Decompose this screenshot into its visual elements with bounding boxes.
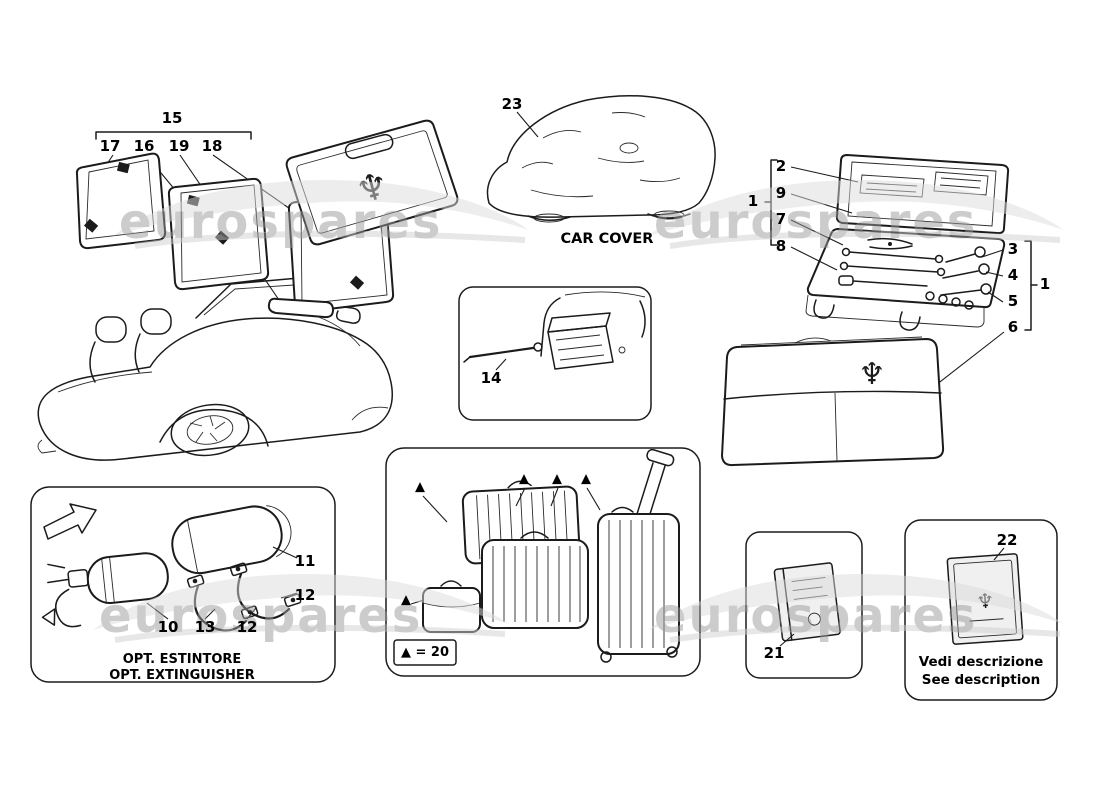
part-label-23: 23 bbox=[501, 95, 523, 113]
luggage-marker-triangle: ▲ bbox=[415, 479, 425, 495]
part-label-16: 16 bbox=[133, 137, 155, 155]
part-label-22: 22 bbox=[996, 531, 1018, 549]
luggage-marker-triangle: ▲ bbox=[552, 471, 562, 487]
part-label-17: 17 bbox=[99, 137, 121, 155]
part-label-6: 6 bbox=[1007, 318, 1019, 336]
car-sketch-drawing bbox=[37, 277, 394, 461]
trident-icon: ♆ bbox=[859, 357, 886, 392]
part-label-8: 8 bbox=[775, 237, 787, 255]
car-cover-caption: CAR COVER bbox=[560, 231, 654, 247]
part-label-7: 7 bbox=[775, 210, 787, 228]
luggage-marker-triangle: ▲ bbox=[401, 592, 411, 608]
part-label-12-upper: 12 bbox=[294, 586, 316, 604]
part-label-10: 10 bbox=[157, 618, 179, 636]
part-label-21: 21 bbox=[763, 644, 785, 662]
windstop-case-drawing: ♆ bbox=[285, 119, 459, 246]
part-label-19: 19 bbox=[168, 137, 190, 155]
luggage-legend: ▲ = 20 bbox=[400, 645, 450, 660]
part-label-1-right: 1 bbox=[1039, 275, 1051, 293]
luggage-marker-triangle: ▲ bbox=[519, 471, 529, 487]
description-caption-it: Vedi descrizione bbox=[918, 654, 1044, 670]
car-cover-drawing bbox=[486, 95, 716, 223]
part-label-1-left: 1 bbox=[747, 192, 759, 210]
part-label-3: 3 bbox=[1007, 240, 1019, 258]
extinguisher-caption-en: OPT. EXTINGUISHER bbox=[109, 668, 255, 683]
luggage-marker-triangle: ▲ bbox=[581, 471, 591, 487]
part-label-13: 13 bbox=[194, 618, 216, 636]
part-label-11: 11 bbox=[294, 552, 316, 570]
mount-clamp-2 bbox=[229, 562, 302, 620]
tool-bag-drawing: ♆ bbox=[721, 336, 945, 467]
part-label-5: 5 bbox=[1007, 292, 1019, 310]
extinguisher-caption-it: OPT. ESTINTORE bbox=[122, 652, 242, 667]
part-label-9: 9 bbox=[775, 184, 787, 202]
part-label-14: 14 bbox=[480, 369, 502, 387]
description-caption-en: See description bbox=[921, 672, 1041, 688]
part-label-18: 18 bbox=[201, 137, 223, 155]
part-label-12-lower: 12 bbox=[236, 618, 258, 636]
part-label-2: 2 bbox=[775, 157, 787, 175]
part-label-4: 4 bbox=[1007, 266, 1019, 284]
part-label-15: 15 bbox=[161, 109, 183, 127]
luggage-drawing bbox=[385, 447, 701, 677]
console-tool-drawing bbox=[458, 286, 652, 421]
trident-icon: ♆ bbox=[975, 588, 995, 613]
